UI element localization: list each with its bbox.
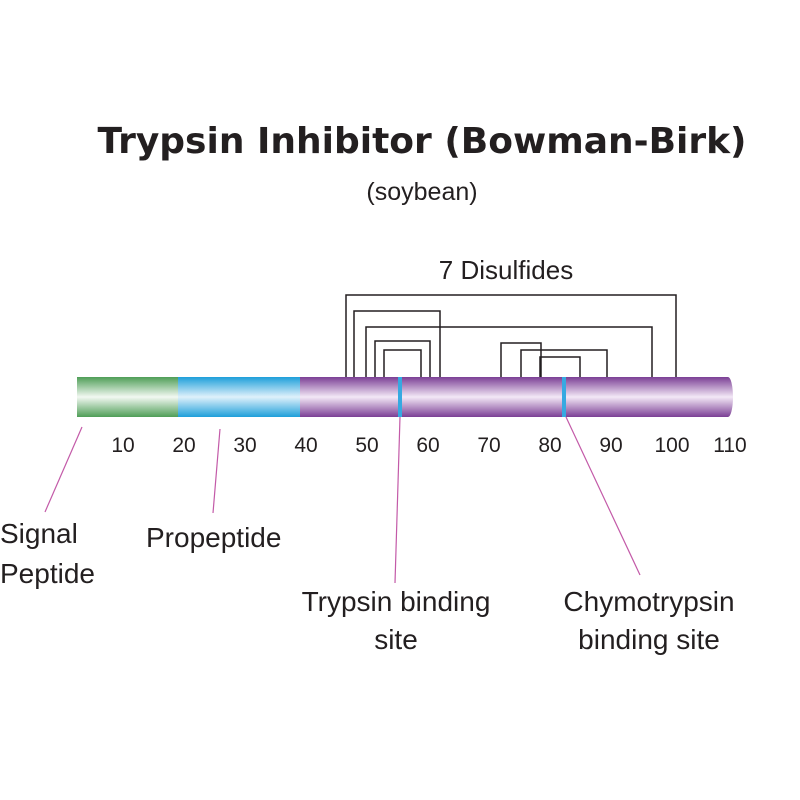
disulfide-label: 7 Disulfides bbox=[439, 255, 573, 285]
propeptide-segment bbox=[178, 377, 300, 417]
tick-label: 90 bbox=[599, 434, 622, 457]
disulfide-bond-3 bbox=[365, 326, 653, 378]
disulfide-bonds bbox=[345, 294, 677, 378]
tick-label: 100 bbox=[654, 434, 689, 457]
tick-label: 80 bbox=[538, 434, 561, 457]
diagram-subtitle: (soybean) bbox=[366, 178, 477, 206]
signal-peptide-segment bbox=[77, 377, 178, 417]
disulfide-bond-8 bbox=[539, 356, 581, 378]
tick-label: 40 bbox=[294, 434, 317, 457]
trypsin-site-label-line2: site bbox=[374, 624, 418, 655]
tick-label: 30 bbox=[233, 434, 256, 457]
tick-label: 60 bbox=[416, 434, 439, 457]
tick-label: 50 bbox=[355, 434, 378, 457]
trypsin-callout-line bbox=[394, 416, 401, 584]
scale-axis: 10 20 30 40 50 60 70 80 90 100 110 bbox=[111, 434, 746, 457]
disulfide-bond-6 bbox=[500, 342, 542, 378]
disulfide-bond-5 bbox=[383, 349, 422, 378]
disulfide-bond-1 bbox=[345, 294, 677, 378]
diagram-title: Trypsin Inhibitor (Bowman-Birk) bbox=[97, 121, 746, 162]
chymotrypsin-site-marker bbox=[562, 377, 566, 417]
trypsin-site-label-line1: Trypsin binding bbox=[302, 586, 491, 617]
mature-chain-segment bbox=[300, 377, 728, 417]
signal-peptide-callout-line bbox=[44, 426, 83, 513]
mature-chain-end-cap bbox=[723, 377, 733, 417]
signal-peptide-label-line2: Peptide bbox=[0, 558, 95, 589]
tick-label: 70 bbox=[477, 434, 500, 457]
disulfide-bond-2 bbox=[353, 310, 441, 378]
disulfide-bond-4 bbox=[374, 340, 431, 378]
protein-bar bbox=[77, 377, 733, 417]
chymotrypsin-site-label-line2: binding site bbox=[578, 624, 720, 655]
tick-label: 110 bbox=[713, 434, 746, 457]
trypsin-site-marker bbox=[398, 377, 402, 417]
chymotrypsin-site-label-line1: Chymotrypsin bbox=[563, 586, 734, 617]
propeptide-label: Propeptide bbox=[146, 522, 281, 553]
signal-peptide-label-line1: Signal bbox=[0, 518, 78, 549]
propeptide-callout-line bbox=[212, 428, 221, 514]
chymotrypsin-callout-line bbox=[565, 416, 641, 576]
disulfide-bond-7 bbox=[520, 349, 608, 378]
tick-label: 10 bbox=[111, 434, 134, 457]
tick-label: 20 bbox=[172, 434, 195, 457]
